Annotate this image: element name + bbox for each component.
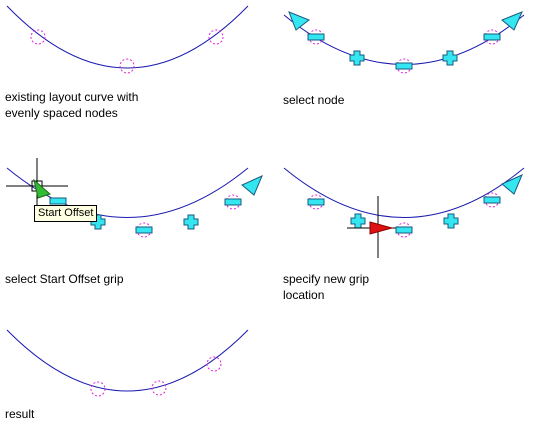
layout-curve [283,167,525,218]
start-offset-grip-triangle [288,11,311,31]
caption-existing: existing layout curve with evenly spaced… [5,89,138,121]
caption-line: result [5,407,35,421]
node-grip-rect [483,196,501,204]
node-grip-rect [395,62,413,70]
start-offset-grip-selected [33,178,51,199]
node-grip-rect [135,226,153,234]
panel-existing [6,5,249,74]
node-grip-rect [307,33,325,41]
plus-grip [442,50,458,66]
caption-line: evenly spaced nodes [5,106,118,120]
panel-select-start-offset [6,158,263,238]
panel-result [6,329,249,397]
end-offset-grip-triangle [501,11,523,31]
caption-line: location [283,288,325,302]
end-offset-grip-triangle [241,175,263,196]
node-grip-rect [49,197,67,205]
start-offset-tooltip: Start Offset [34,205,98,222]
start-offset-grip-active [369,221,394,235]
caption-select-start-offset: select Start Offset grip [5,271,124,287]
plus-grip [183,214,199,230]
plus-grip [443,213,459,229]
caption-line: specify new grip [283,272,370,286]
node-marker [208,29,224,45]
plus-grip [350,213,366,229]
node-grip-rect [224,198,242,206]
node-grip-rect [307,198,325,206]
layout-curve [6,329,249,392]
end-offset-grip-triangle [501,174,523,195]
caption-specify-location: specify new grip location [283,271,369,303]
node-grip-rect [483,33,501,41]
panel-specify-location [283,167,525,258]
node-marker [119,58,135,74]
layout-curve [6,5,249,69]
caption-line: select node [283,93,345,107]
panel-select-node [283,11,525,74]
node-marker [151,380,167,396]
node-marker [90,381,106,397]
node-marker [30,29,46,45]
caption-line: select Start Offset grip [5,272,124,286]
caption-line: existing layout curve with [5,90,139,104]
caption-select-node: select node [283,92,344,108]
node-grip-rect [395,226,413,234]
caption-result: result [5,406,34,422]
plus-grip [349,50,365,66]
node-marker [206,356,222,372]
